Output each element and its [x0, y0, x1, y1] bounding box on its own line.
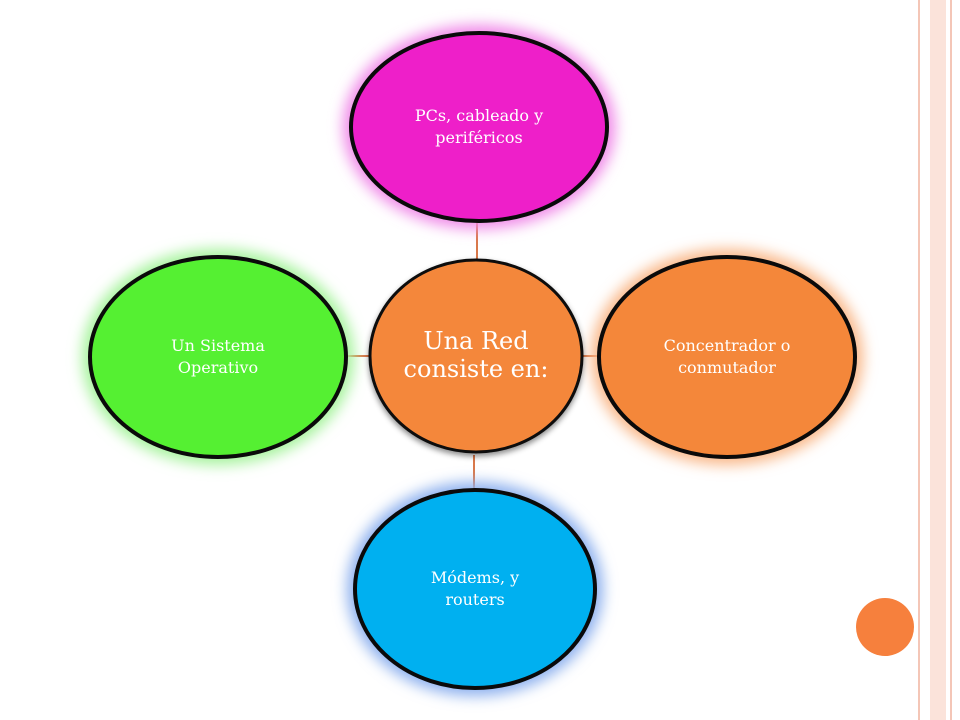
node-top-circle: [349, 31, 609, 223]
orange-bullet-dot: [856, 598, 914, 656]
center-label: Una Red consiste en:: [403, 327, 549, 383]
node-left-label: Un Sistema Operativo: [171, 336, 265, 377]
frame-band: [930, 0, 946, 720]
center-circle: [368, 258, 584, 454]
node-bottom-label: Módems, y routers: [430, 568, 520, 609]
node-bottom-circle: [353, 488, 597, 690]
node-left-circle: [88, 255, 348, 459]
node-right-circle: [597, 255, 857, 459]
frame-line-right: [950, 0, 952, 720]
frame-line-left: [918, 0, 920, 720]
node-right-label: Concentrador o conmutador: [663, 336, 791, 377]
node-top-label: PCs, cableado y periféricos: [414, 106, 544, 147]
